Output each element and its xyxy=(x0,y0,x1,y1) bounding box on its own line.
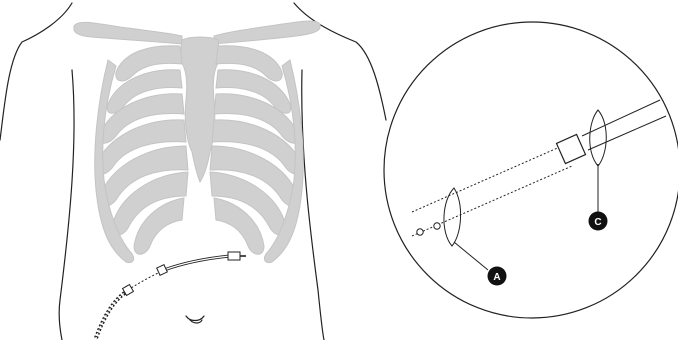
tube-side-hole-1 xyxy=(417,229,423,235)
drain-valve-connector xyxy=(228,252,240,260)
left-flank-line xyxy=(59,70,74,340)
right-ribs xyxy=(210,46,303,263)
label-c-text: C xyxy=(594,217,601,228)
right-flank-line xyxy=(302,70,324,340)
left-clavicle xyxy=(74,22,182,44)
drain-inner-tube xyxy=(164,256,230,270)
inset-circle xyxy=(384,22,678,318)
right-shoulder-line xyxy=(294,3,386,120)
label-c-badge: C xyxy=(589,212,608,231)
drain-cuff-upper xyxy=(157,265,168,276)
magnified-inset: A C xyxy=(384,22,678,318)
rib-cage xyxy=(74,21,320,262)
tube-side-hole-2 xyxy=(434,223,440,229)
left-shoulder-line xyxy=(0,3,72,140)
left-ribs xyxy=(95,46,188,263)
label-a-text: A xyxy=(493,272,500,283)
drain-outer-tubing-core xyxy=(96,292,126,338)
navel xyxy=(186,316,204,321)
chest-drain-tube xyxy=(96,252,246,338)
drain-outer-tubing xyxy=(96,292,126,338)
label-a-badge: A xyxy=(488,267,507,286)
right-clavicle xyxy=(214,21,320,44)
